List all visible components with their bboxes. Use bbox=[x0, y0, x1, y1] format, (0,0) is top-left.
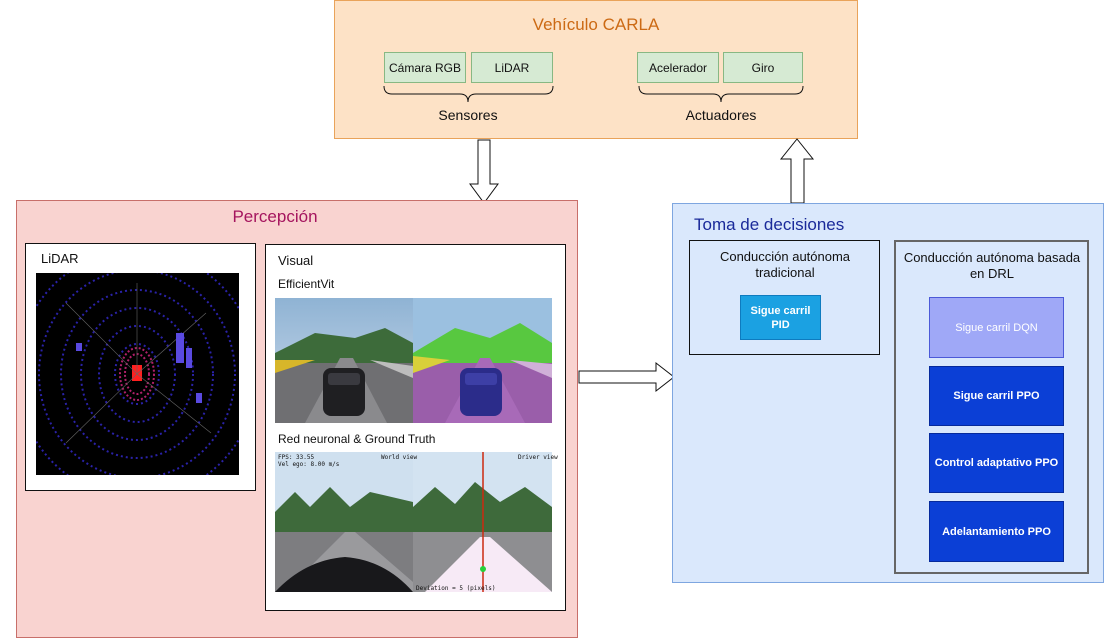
drl-driving-title: Conducción autónoma basada en DRL bbox=[903, 250, 1081, 281]
sensor-camera-rgb: Cámara RGB bbox=[384, 52, 466, 83]
perception-box: Percepción LiDAR bbox=[16, 200, 578, 638]
hud-speed: Vel ego: 8.00 m/s bbox=[278, 461, 340, 468]
arrow-right-to-decisions bbox=[578, 361, 675, 393]
pid-lane-follow-button[interactable]: Sigue carril PID bbox=[740, 295, 821, 340]
decisions-title: Toma de decisiones bbox=[694, 215, 845, 234]
sensor-lidar: LiDAR bbox=[471, 52, 553, 83]
arrow-down-to-perception bbox=[469, 139, 499, 204]
hud-stats: FPS: 33.55 Vel ego: 8.00 m/s bbox=[278, 454, 339, 468]
decisions-box: Toma de decisiones Conducción autónoma t… bbox=[672, 203, 1104, 583]
ppo-adaptive-control-button[interactable]: Control adaptativo PPO bbox=[929, 433, 1064, 493]
perception-title: Percepción bbox=[232, 207, 318, 226]
nn-ground-truth-image bbox=[275, 452, 552, 592]
visual-panel-title: Visual bbox=[278, 253, 314, 268]
hud-world-view: World view bbox=[381, 454, 418, 461]
efficientvit-segmentation-image bbox=[275, 298, 552, 423]
arrow-up-to-vehicle bbox=[779, 138, 815, 204]
vehicle-box: Vehículo CARLA Cámara RGB LiDAR Acelerad… bbox=[334, 0, 858, 139]
hud-fps: FPS: 33.55 bbox=[278, 454, 315, 461]
actuators-brace bbox=[638, 85, 804, 103]
traditional-driving-title: Conducción autónoma tradicional bbox=[719, 249, 851, 280]
actuator-steering: Giro bbox=[723, 52, 803, 83]
hud-deviation: Deviation = 5 (pixels) bbox=[416, 585, 496, 592]
lidar-panel: LiDAR bbox=[25, 243, 256, 491]
vehicle-title: Vehículo CARLA bbox=[532, 15, 660, 34]
nn-ground-truth-label: Red neuronal & Ground Truth bbox=[278, 432, 436, 446]
lidar-pointcloud-image bbox=[36, 273, 239, 475]
ppo-lane-follow-button[interactable]: Sigue carril PPO bbox=[929, 366, 1064, 426]
hud-driver-view: Driver view bbox=[518, 454, 558, 461]
visual-panel: Visual EfficientVit bbox=[265, 244, 566, 611]
sensors-label: Sensores bbox=[438, 107, 498, 123]
efficientvit-label: EfficientVit bbox=[278, 277, 335, 291]
actuators-label: Actuadores bbox=[685, 107, 757, 123]
dqn-lane-follow-button[interactable]: Sigue carril DQN bbox=[929, 297, 1064, 358]
sensors-brace bbox=[383, 85, 554, 103]
braces bbox=[383, 85, 804, 103]
actuator-accelerator: Acelerador bbox=[637, 52, 719, 83]
lidar-panel-title: LiDAR bbox=[41, 251, 79, 266]
ppo-overtaking-button[interactable]: Adelantamiento PPO bbox=[929, 501, 1064, 562]
drl-driving-box: Conducción autónoma basada en DRL Sigue … bbox=[894, 240, 1089, 574]
traditional-driving-box: Conducción autónoma tradicional Sigue ca… bbox=[689, 240, 880, 355]
